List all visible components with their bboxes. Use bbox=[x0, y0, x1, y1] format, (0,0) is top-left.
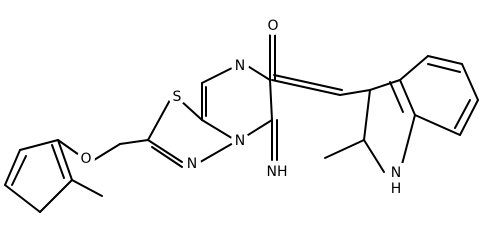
atom-ether-o-label: O bbox=[80, 151, 91, 167]
chemical-structure: O N S N N NH O N H bbox=[4, 15, 479, 213]
bond-lines bbox=[4, 34, 479, 213]
atom-ether-o: O bbox=[77, 149, 95, 167]
atom-indole-nh: N H bbox=[387, 163, 405, 197]
atom-n-ring6: N bbox=[231, 56, 249, 74]
atom-imine: NH bbox=[262, 163, 292, 180]
atom-s-ring: S bbox=[168, 87, 186, 105]
atom-indole-n-label: N bbox=[391, 165, 401, 181]
atom-o-carbonyl: O bbox=[263, 15, 283, 35]
atom-n-ring6-label: N bbox=[235, 58, 245, 74]
atom-n-bridge: N bbox=[231, 131, 249, 149]
atom-s-ring-label: S bbox=[173, 89, 182, 105]
atom-n-bridge-label: N bbox=[235, 133, 245, 149]
atom-n-azole: N bbox=[183, 154, 201, 172]
atom-imine-label: NH bbox=[267, 164, 288, 180]
atom-n-azole-label: N bbox=[187, 156, 197, 172]
atom-indole-h-label: H bbox=[391, 181, 402, 197]
atom-o-carbonyl-label: O bbox=[267, 18, 278, 34]
